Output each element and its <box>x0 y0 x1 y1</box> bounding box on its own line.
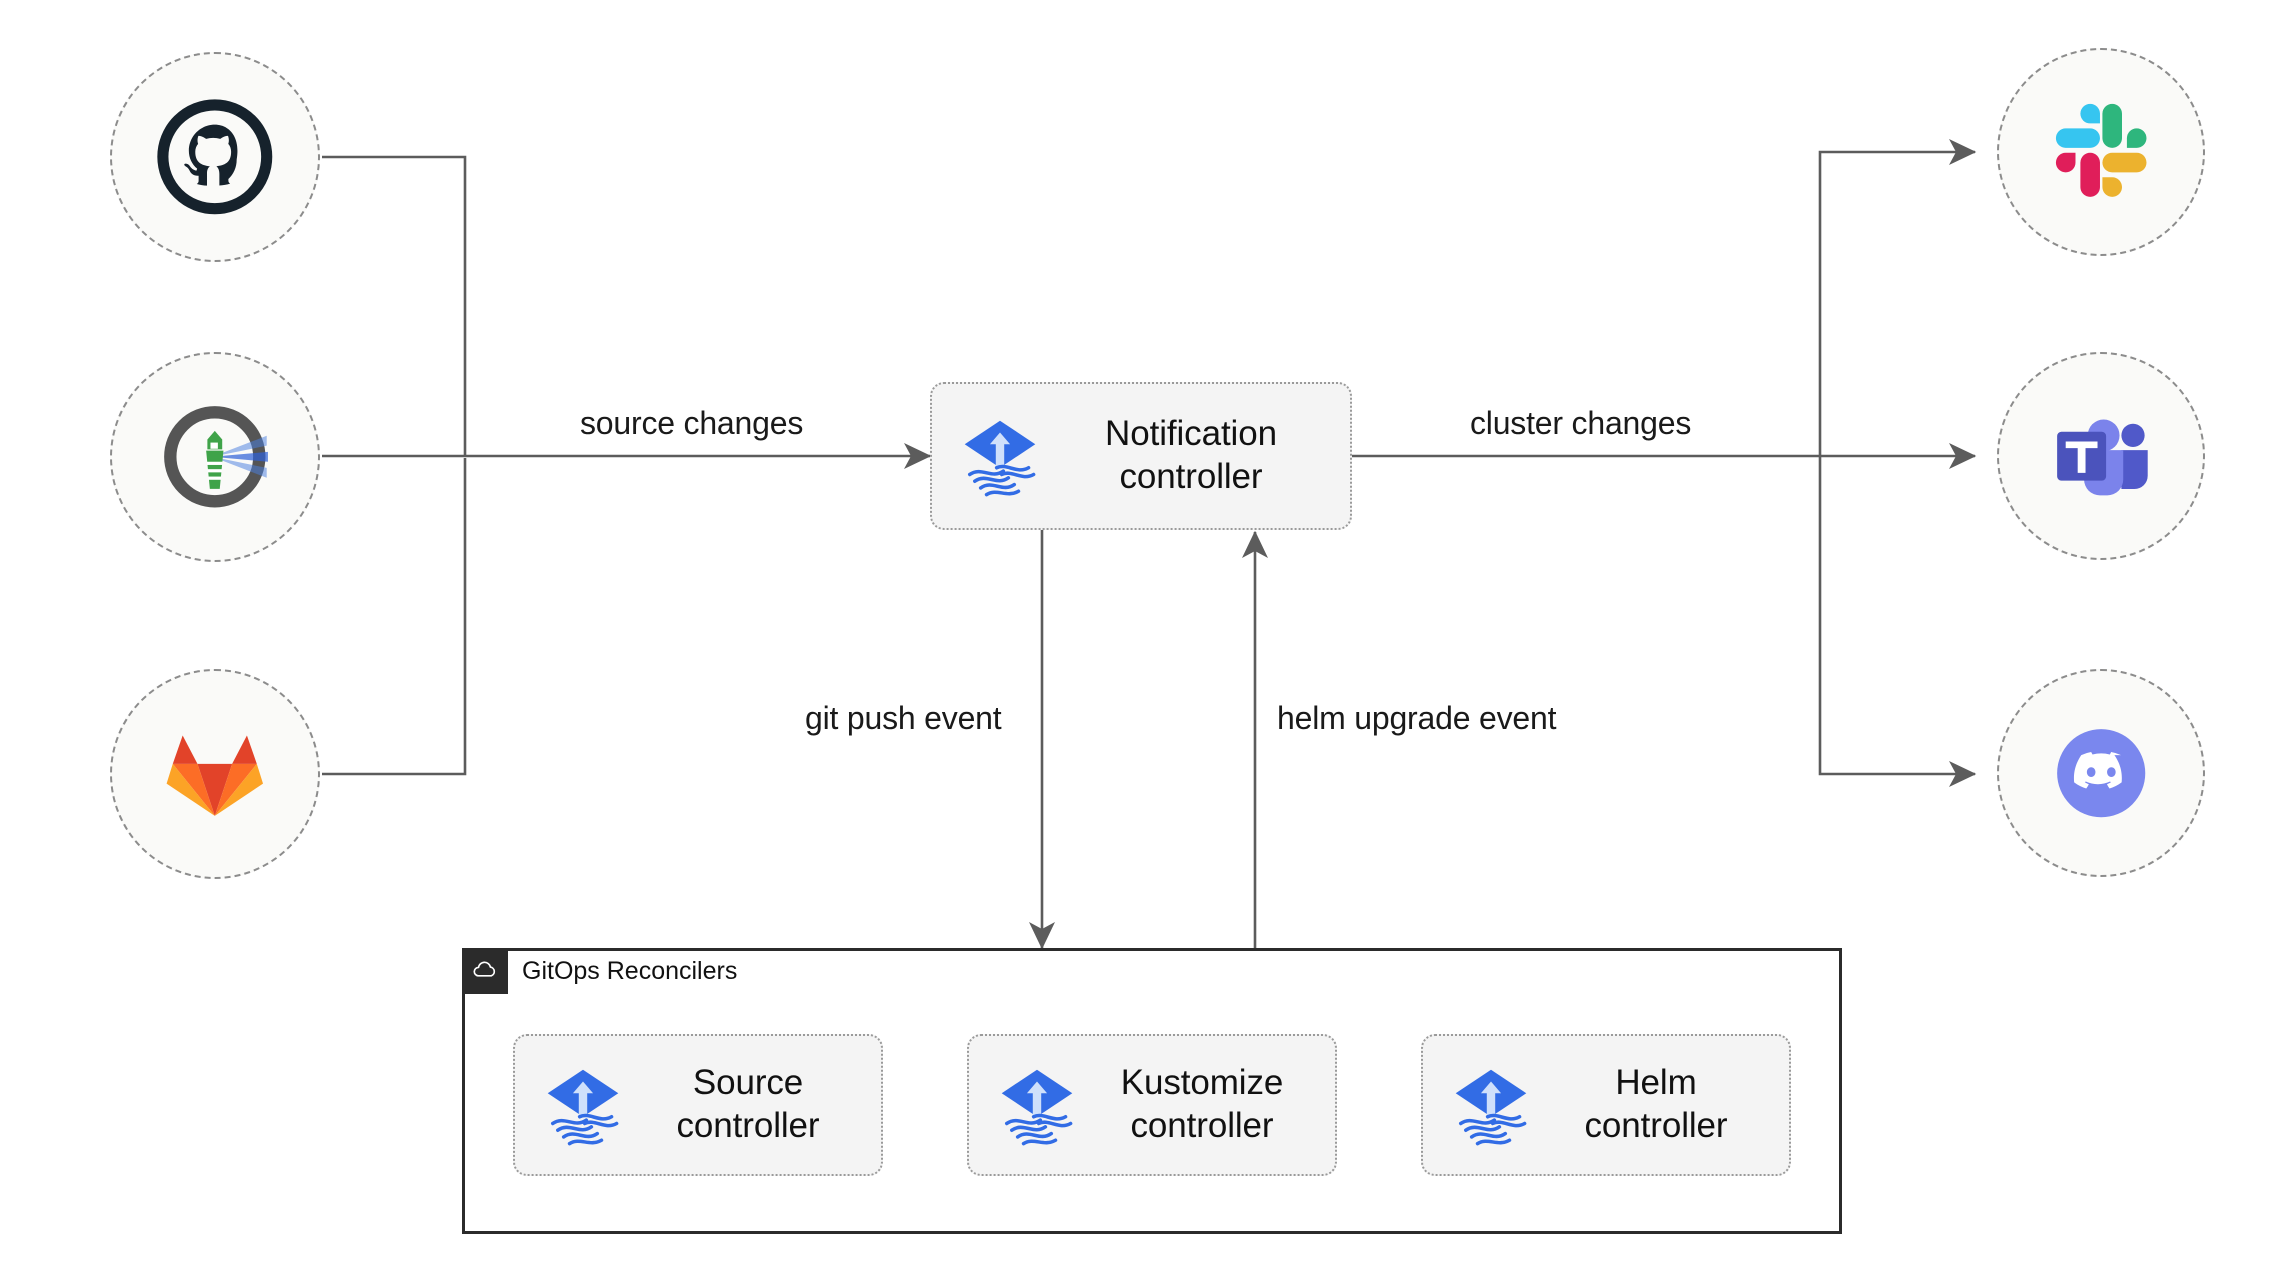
edge-label-cluster-changes: cluster changes <box>1470 405 1692 441</box>
helm-controller-node[interactable]: Helm controller <box>1421 1034 1791 1176</box>
source-node-github[interactable] <box>110 52 320 262</box>
slack-icon <box>2040 91 2162 213</box>
teams-icon <box>2040 395 2162 517</box>
notification-controller-node[interactable]: Notification controller <box>930 382 1352 530</box>
github-icon <box>153 95 277 219</box>
gitops-reconcilers-title: GitOps Reconcilers <box>522 956 738 985</box>
edge-label-source-changes: source changes <box>580 405 804 441</box>
source-controller-label: Source controller <box>676 1063 820 1145</box>
helm-icon <box>153 395 277 519</box>
gitlab-icon <box>153 712 277 836</box>
edge-to-slack <box>1818 139 1977 456</box>
helm-controller-label: Helm controller <box>1584 1063 1728 1145</box>
edge-label-helm-upgrade-event: helm upgrade event <box>1277 700 1557 736</box>
cloud-icon <box>462 948 508 994</box>
target-node-discord[interactable] <box>1997 669 2205 877</box>
edge-github-to-spine <box>322 155 467 455</box>
notification-controller-label: Notification controller <box>1105 414 1277 496</box>
flux-icon <box>995 1063 1079 1147</box>
source-node-gitlab[interactable] <box>110 669 320 879</box>
flux-icon <box>958 414 1042 498</box>
source-controller-node[interactable]: Source controller <box>513 1034 883 1176</box>
target-node-teams[interactable] <box>1997 352 2205 560</box>
edge-gitlab-to-spine <box>322 458 467 776</box>
gitops-reconcilers-header: GitOps Reconcilers <box>462 948 737 994</box>
edge-to-discord <box>1818 456 1977 787</box>
flux-icon <box>541 1063 625 1147</box>
source-node-helm[interactable] <box>110 352 320 562</box>
edge-label-git-push-event: git push event <box>805 700 1002 736</box>
kustomize-controller-node[interactable]: Kustomize controller <box>967 1034 1337 1176</box>
discord-icon <box>2040 712 2162 834</box>
kustomize-controller-label: Kustomize controller <box>1120 1063 1284 1145</box>
flux-icon <box>1449 1063 1533 1147</box>
target-node-slack[interactable] <box>1997 48 2205 256</box>
